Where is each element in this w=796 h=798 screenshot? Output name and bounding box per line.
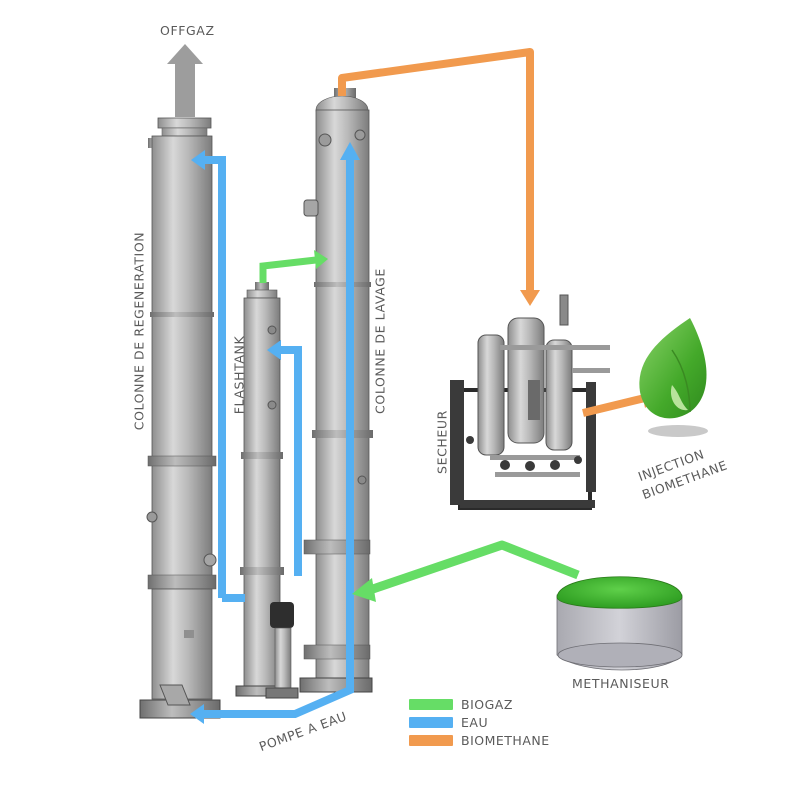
colonne-regeneration-label: COLONNE DE REGENERATION — [131, 231, 147, 431]
legend-item-biomethane: BIOMETHANE — [409, 733, 550, 748]
offgaz-label: OFFGAZ — [160, 23, 215, 38]
flashtank-label: FLASHTANK — [231, 335, 247, 415]
biomethane-line — [338, 48, 540, 306]
colonne-regeneration — [139, 117, 221, 719]
dome-icon — [556, 576, 683, 671]
legend-item-eau: EAU — [409, 715, 488, 730]
legend-label-biogaz: BIOGAZ — [461, 697, 513, 712]
secheur — [450, 294, 610, 510]
secheur-label: SECHEUR — [434, 410, 450, 474]
eau-lines — [196, 155, 354, 718]
eau-arrowheads — [190, 142, 360, 724]
flashtank — [235, 282, 289, 697]
legend-swatch-biogaz — [409, 699, 453, 710]
offgaz-arrow — [167, 44, 203, 117]
biogaz-line-methaniseur — [352, 540, 580, 602]
legend-swatch-eau — [409, 717, 453, 728]
leaf-icon — [639, 318, 708, 437]
biogaz-line-flashtank — [259, 250, 328, 283]
pump-icon — [265, 602, 299, 699]
legend-swatch-biomethane — [409, 735, 453, 746]
legend-item-biogaz: BIOGAZ — [409, 697, 513, 712]
colonne-lavage-label: COLONNE DE LAVAGE — [372, 268, 388, 414]
legend-label-biomethane: BIOMETHANE — [461, 733, 550, 748]
legend-label-eau: EAU — [461, 715, 489, 730]
methaniseur-label: METHANISEUR — [572, 676, 670, 691]
colonne-lavage — [299, 88, 373, 693]
